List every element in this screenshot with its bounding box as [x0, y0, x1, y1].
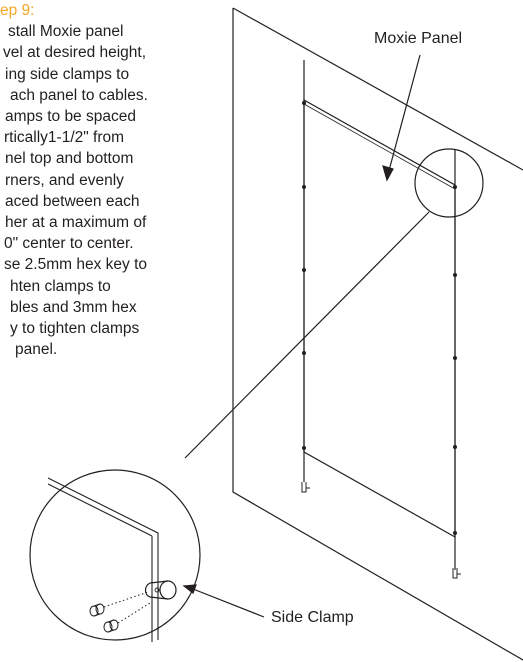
- detail-circle-large: [29, 469, 201, 641]
- wall-outline: [232, 7, 523, 661]
- detail-circle-small: [414, 148, 484, 218]
- step-title: ep 9:: [0, 2, 35, 19]
- detail-leader: [184, 211, 430, 459]
- instruction-line: nel top and bottom: [5, 150, 134, 168]
- instruction-line: rtically1-1/2" from: [4, 129, 125, 147]
- instruction-line: bles and 3mm hex: [10, 298, 137, 316]
- cable-end-right: [452, 568, 461, 579]
- side-clamp-label: Side Clamp: [271, 609, 354, 626]
- instruction-line: se 2.5mm hex key to: [4, 256, 148, 274]
- instruction-line: rners, and evenly: [5, 171, 124, 189]
- instruction-line: her at a maximum of: [5, 214, 147, 232]
- instruction-line: stall Moxie panel: [8, 23, 124, 41]
- cable-end-left: [301, 482, 310, 493]
- panel-arrow: [386, 54, 421, 179]
- instruction-line: amps to be spaced: [5, 108, 136, 126]
- clamp-dots: [302, 101, 457, 535]
- moxie-panel: [303, 98, 456, 539]
- instruction-line: panel.: [15, 341, 58, 359]
- instruction-line: ing side clamps to: [5, 65, 130, 83]
- clamp-body: [159, 580, 177, 600]
- instruction-line: vel at desired height,: [3, 44, 147, 62]
- instruction-line: y to tighten clamps: [10, 320, 140, 338]
- instruction-line: hten clamps to: [10, 277, 111, 295]
- clamp-arrow: [187, 586, 265, 618]
- instruction-line: aced between each: [5, 192, 140, 210]
- instructions-block: ep 9: stall Moxie panel vel at desired h…: [0, 0, 235, 360]
- moxie-panel-label: Moxie Panel: [374, 30, 463, 47]
- instruction-line: ach panel to cables.: [10, 86, 148, 104]
- set-screws: [89, 603, 119, 633]
- instruction-line: 0" center to center.: [4, 235, 134, 253]
